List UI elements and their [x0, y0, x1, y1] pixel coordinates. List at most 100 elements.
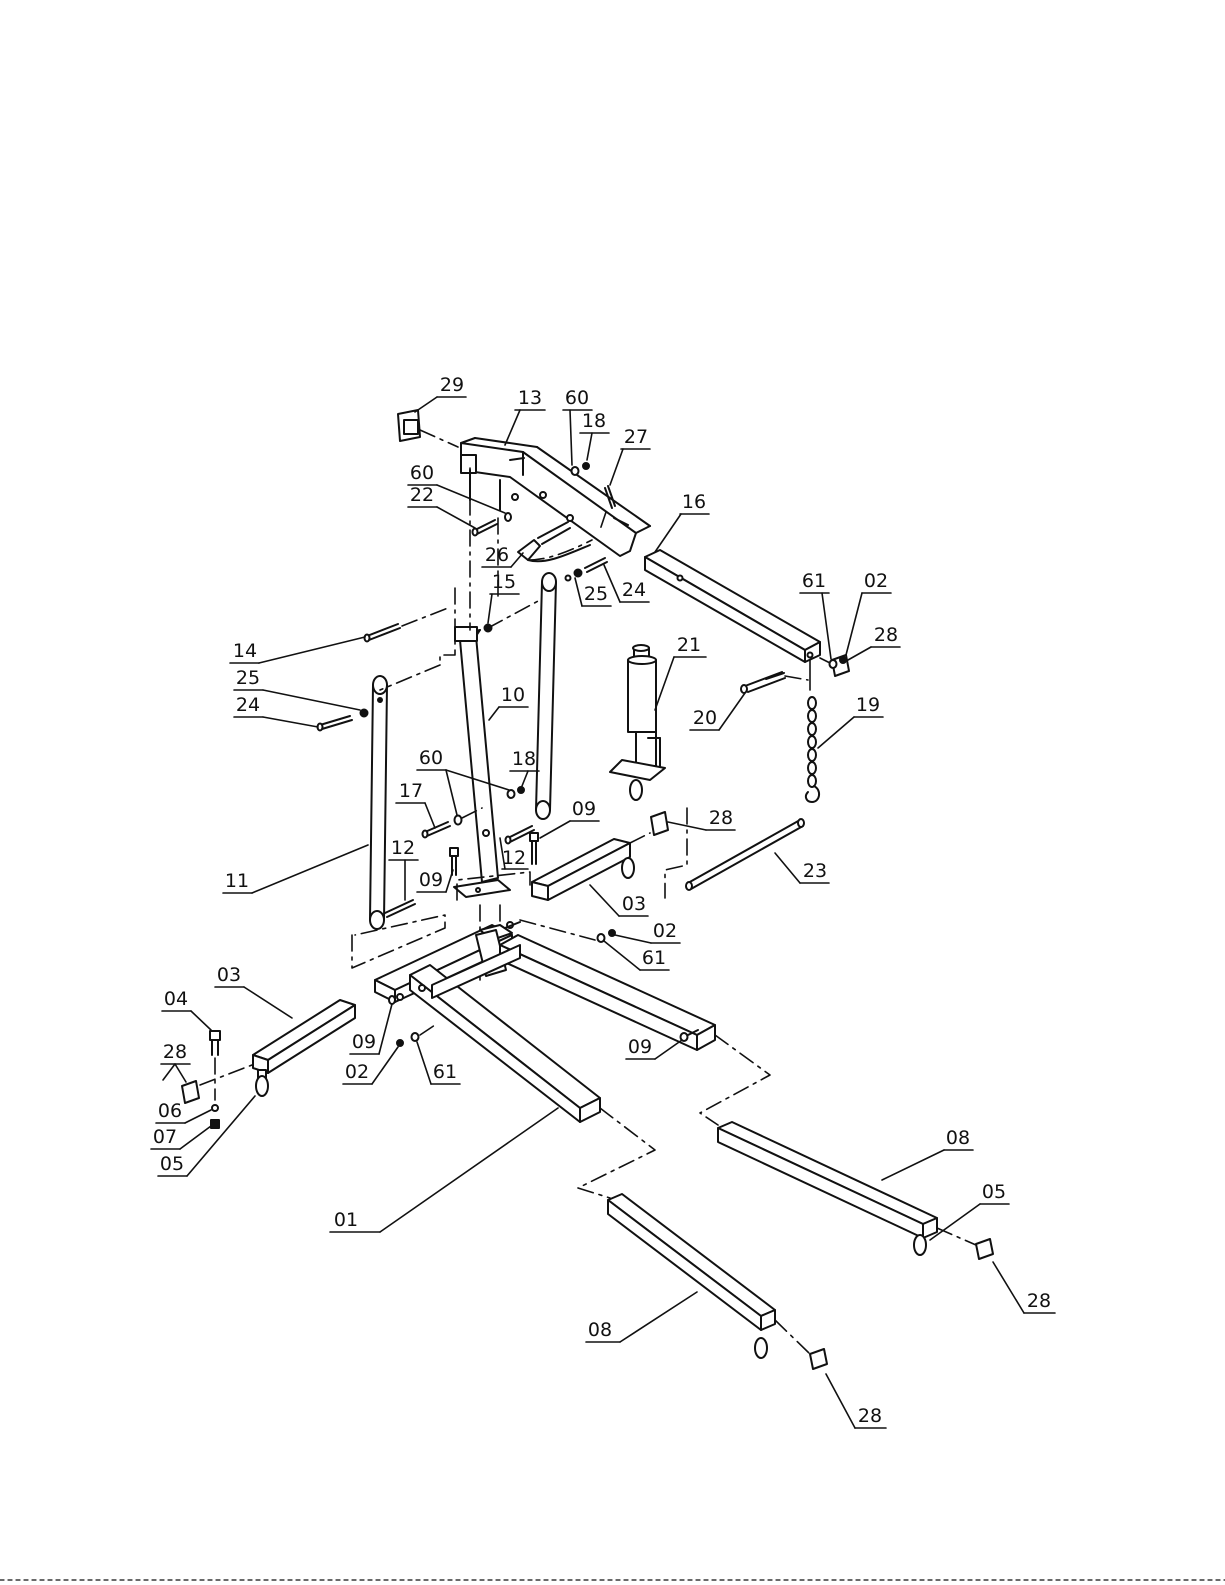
label-24a: 24 [622, 579, 646, 601]
label-22: 22 [410, 484, 434, 506]
callout-01: 01 [330, 1108, 558, 1232]
callout-21: 21 [655, 634, 706, 710]
label-20: 20 [693, 707, 717, 729]
callout-24-top: 24 [604, 565, 649, 602]
callout-11: 11 [223, 845, 368, 893]
label-14: 14 [233, 640, 257, 662]
label-24b: 24 [236, 694, 260, 716]
label-02a: 02 [864, 570, 888, 592]
label-28a: 28 [874, 624, 898, 646]
boom-13 [461, 438, 650, 556]
callout-03-left: 03 [215, 964, 292, 1018]
brace-right [536, 573, 556, 819]
label-08a: 08 [946, 1127, 970, 1149]
bolt-12-left [385, 900, 415, 917]
callout-10: 10 [489, 684, 528, 720]
callout-09-midleft: 09 [417, 869, 453, 892]
label-60c: 60 [419, 747, 443, 769]
pin-09-vertical-right [530, 833, 538, 864]
bolt-24-left [318, 710, 368, 731]
label-28e: 28 [858, 1405, 882, 1427]
label-03b: 03 [217, 964, 241, 986]
callout-08-left: 08 [586, 1292, 697, 1342]
assembly-lines-legs [578, 1035, 770, 1198]
leg-03-right [532, 839, 634, 900]
label-10: 10 [501, 684, 525, 706]
label-02b: 02 [653, 920, 677, 942]
callout-27: 27 [610, 426, 650, 485]
label-25b: 25 [236, 667, 260, 689]
callout-09-baseleft: 09 [350, 1004, 392, 1054]
callout-28-left: 28 [161, 1041, 190, 1082]
callout-29: 29 [415, 374, 466, 412]
bolt-24-right [566, 558, 608, 581]
label-19: 19 [856, 694, 880, 716]
chain-hook-19 [806, 660, 819, 802]
label-06: 06 [158, 1100, 182, 1122]
callout-20: 20 [690, 693, 745, 730]
leg-03-left [253, 1000, 355, 1096]
label-60a: 60 [565, 387, 589, 409]
callout-19: 19 [818, 694, 883, 748]
label-29: 29 [440, 374, 464, 396]
bolt-22 [473, 513, 512, 536]
rod-23 [665, 808, 804, 898]
boom-extension-16 [645, 550, 820, 662]
end-cap-28-leg [630, 812, 668, 843]
washer-nut-mid [508, 787, 525, 798]
label-61b: 61 [642, 947, 666, 969]
nut-07 [211, 1120, 219, 1128]
label-18a: 18 [582, 410, 606, 432]
label-02c: 02 [345, 1061, 369, 1083]
label-01: 01 [334, 1209, 358, 1231]
label-61a: 61 [802, 570, 826, 592]
label-15: 15 [492, 571, 516, 593]
end-cap-29 [398, 410, 458, 447]
end-cap-28-rr [937, 1228, 993, 1259]
pin-09-vertical-left [450, 848, 458, 875]
label-09d: 09 [628, 1036, 652, 1058]
label-09a: 09 [572, 798, 596, 820]
callout-18-top: 18 [580, 410, 609, 460]
label-60b: 60 [410, 462, 434, 484]
label-07: 07 [153, 1126, 177, 1148]
callout-61-right: 61 [604, 941, 669, 970]
label-21: 21 [677, 634, 701, 656]
label-16: 16 [682, 491, 706, 513]
callout-06: 06 [156, 1100, 211, 1123]
end-cap-28-rl [775, 1320, 827, 1369]
bolt-14 [365, 608, 449, 642]
label-27: 27 [624, 426, 648, 448]
callout-18-low: 18 [510, 748, 539, 786]
label-05a: 05 [160, 1153, 184, 1175]
callout-03-right: 03 [590, 885, 648, 916]
callout-16: 16 [655, 491, 709, 552]
hydraulic-ram-21 [610, 645, 665, 800]
callout-25-top: 25 [575, 578, 611, 606]
label-28d: 28 [1027, 1290, 1051, 1312]
brace-11 [370, 676, 387, 929]
label-03a: 03 [622, 893, 646, 915]
label-23: 23 [803, 860, 827, 882]
label-17: 17 [399, 780, 423, 802]
callout-28-rl: 28 [826, 1374, 886, 1428]
label-25a: 25 [584, 583, 608, 605]
washer-nut-left [397, 1025, 435, 1046]
label-18b: 18 [512, 748, 536, 770]
leg-08-right [718, 1122, 937, 1255]
label-08b: 08 [588, 1319, 612, 1341]
label-05b: 05 [982, 1181, 1006, 1203]
washer-nut-top [572, 463, 590, 475]
callout-23: 23 [775, 853, 829, 883]
label-61c: 61 [433, 1061, 457, 1083]
label-09b: 09 [419, 869, 443, 891]
callout-28-boom: 28 [848, 624, 900, 660]
callout-13: 13 [505, 387, 545, 445]
label-26: 26 [485, 544, 509, 566]
callout-60-low: 60 [417, 747, 509, 815]
callout-15: 15 [488, 571, 519, 623]
end-cap-28-left [182, 1065, 252, 1103]
label-09c: 09 [352, 1031, 376, 1053]
pin-20 [741, 672, 808, 693]
